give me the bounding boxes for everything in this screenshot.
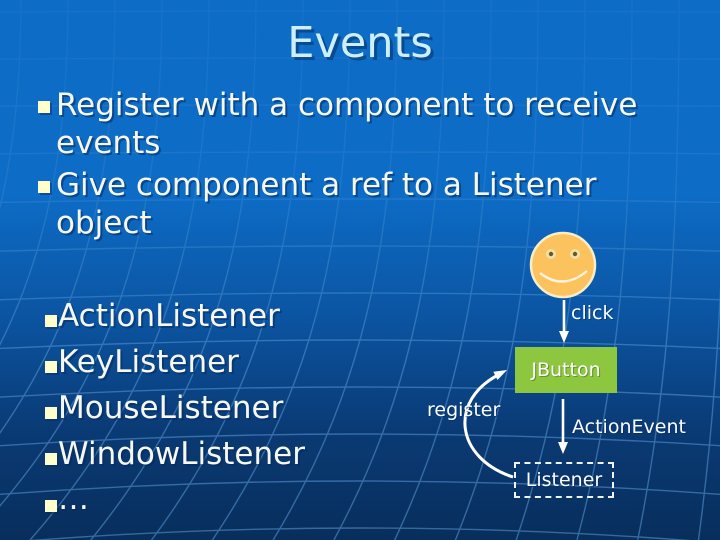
listener-node: Listener xyxy=(514,462,614,498)
bullet-square xyxy=(45,407,57,419)
bullet-square xyxy=(45,500,57,512)
jbutton-label: JButton xyxy=(531,359,601,381)
bullet-text-line: Register with a component to receive xyxy=(56,87,638,123)
list-item-window-listener: WindowListener xyxy=(58,436,305,472)
list-item-mouse-listener: MouseListener xyxy=(58,390,284,426)
jbutton-node: JButton xyxy=(515,347,617,393)
list-item-ellipsis: … xyxy=(58,481,89,517)
bullet-square xyxy=(45,361,57,373)
list-item-action-listener: ActionListener xyxy=(58,298,280,334)
click-label: click xyxy=(571,302,614,324)
slide-title: Events xyxy=(287,18,433,68)
bullet-square xyxy=(38,181,50,193)
bullet-text-line: events xyxy=(56,125,161,161)
bullet-square xyxy=(38,101,50,113)
action-event-arrow-icon xyxy=(558,399,568,454)
listener-label: Listener xyxy=(525,469,603,491)
bullet-square xyxy=(45,315,57,327)
smiley-face-icon xyxy=(529,231,597,299)
action-event-label: ActionEvent xyxy=(572,416,686,438)
register-label: register xyxy=(427,399,501,421)
list-item-key-listener: KeyListener xyxy=(58,344,239,380)
bullet-text-line: object xyxy=(56,205,152,241)
bullet-square xyxy=(45,453,57,465)
click-arrow-icon xyxy=(559,300,569,343)
register-arrow-icon xyxy=(463,370,514,479)
bullet-text-line: Give component a ref to a Listener xyxy=(56,167,597,203)
